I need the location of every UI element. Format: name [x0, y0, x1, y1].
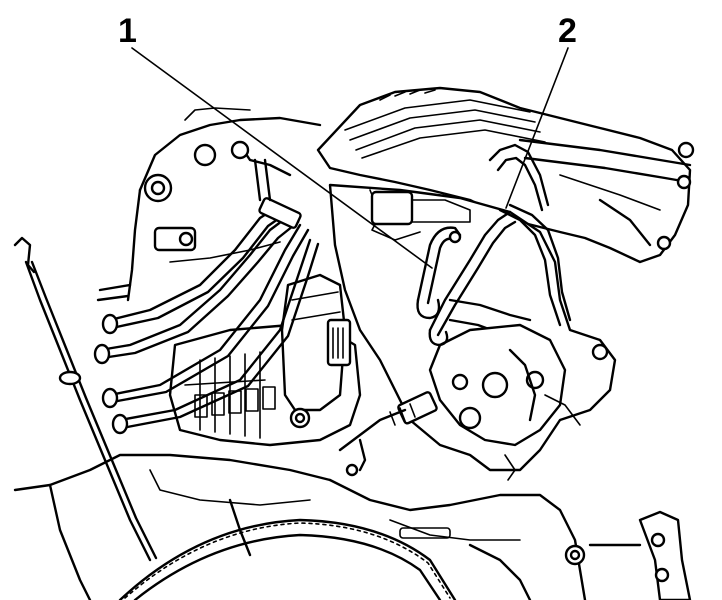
spark-plug-wires	[93, 143, 320, 435]
dipstick	[13, 236, 158, 562]
callout-leaders	[131, 47, 569, 269]
ignition-module	[168, 273, 362, 447]
hose-loop	[416, 143, 572, 347]
callout-number-1: 1	[118, 12, 137, 50]
callout-number-2: 2	[558, 12, 577, 50]
mount-bracket	[638, 510, 692, 600]
flywheel-ring-gear	[118, 518, 457, 600]
intake-manifold	[316, 86, 695, 264]
engine-lower-block	[13, 453, 642, 600]
cylinder-head	[96, 107, 322, 302]
